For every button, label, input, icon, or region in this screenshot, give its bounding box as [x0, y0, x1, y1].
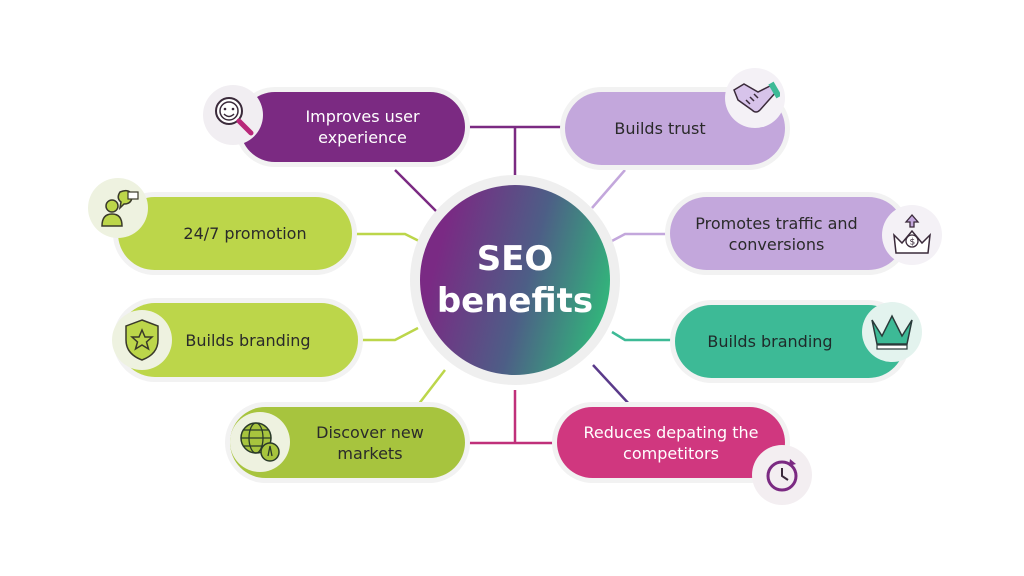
node-label: competitors [623, 443, 719, 463]
node-label: Promotes traffic and [695, 213, 858, 233]
node-label: Builds trust [614, 119, 706, 138]
crown-icon [862, 302, 922, 362]
node-label: Reduces depating the [583, 422, 759, 442]
person-chat-icon [88, 178, 148, 238]
clock-icon [752, 445, 812, 505]
node-label: Builds branding [707, 332, 833, 351]
money-crown-icon: $ [882, 205, 942, 265]
svg-text:$: $ [910, 238, 916, 248]
node-label: experience [318, 128, 407, 147]
center-circle: SEO benefits [420, 185, 610, 375]
shield-star-icon [112, 310, 172, 370]
globe-compass-icon [230, 412, 290, 472]
center-hub: SEO benefits [410, 175, 620, 385]
center-title-line2: benefits [436, 281, 594, 321]
magnifier-smile-icon [203, 85, 263, 145]
node-label: 24/7 promotion [183, 224, 307, 243]
node-label: conversions [728, 234, 825, 254]
node-label: Improves user [305, 107, 420, 126]
node-label: Builds branding [185, 330, 311, 350]
center-title-line1: SEO [476, 239, 554, 279]
node-label: markets [337, 443, 403, 463]
node-24-7-promotion: 24/7 promotion [118, 197, 352, 270]
handshake-icon [725, 68, 785, 128]
node-label: Discover new [316, 422, 424, 442]
node-improves-user-experience: Improves user experience [240, 92, 465, 162]
